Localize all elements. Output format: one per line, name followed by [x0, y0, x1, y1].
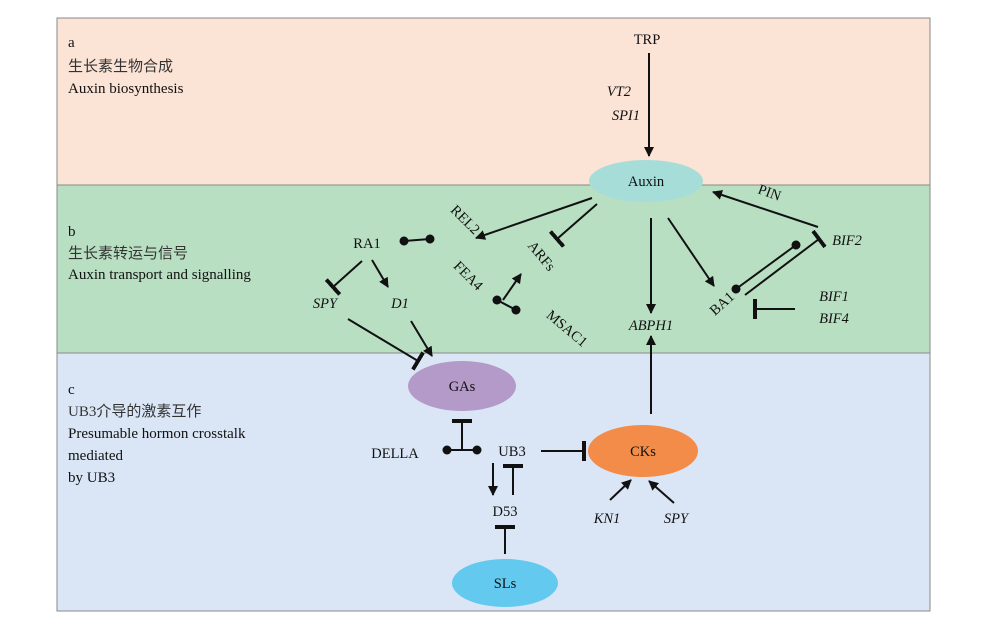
edge-ra1-d1 — [371, 259, 389, 288]
edge-kn1-cks — [609, 479, 632, 501]
cks-node — [588, 425, 698, 477]
panel-a-letter: a — [68, 35, 75, 51]
ra1-label: RA1 — [353, 236, 380, 252]
panel-a-background — [56, 17, 931, 186]
bif2-label: BIF2 — [832, 233, 862, 249]
edge-auxin-arfs-inhibit — [548, 203, 598, 248]
panel-c-title-zh: UB3介导的激素互作 — [68, 403, 201, 420]
d53-label: D53 — [493, 504, 518, 520]
panel-c-title-en-line2: mediated — [68, 448, 123, 464]
auxin-label: Auxin — [628, 174, 665, 190]
pin-label: PIN — [756, 182, 784, 205]
edge-spy-cks — [648, 480, 675, 504]
vt2-label: VT2 — [607, 84, 631, 100]
panel-b-title-en: Auxin transport and signalling — [68, 267, 251, 283]
d1-label: D1 — [390, 296, 409, 312]
spi1-label: SPI1 — [612, 108, 640, 124]
edge-d1-gas — [410, 320, 433, 357]
gas-node — [408, 361, 516, 411]
panel-c-title-en-line3: by UB3 — [68, 470, 115, 486]
gas-label: GAs — [449, 379, 476, 395]
edge-ra1-rel2-interaction — [399, 234, 435, 246]
panel-b-letter: b — [68, 224, 76, 240]
edge-bif2-auxin-pin — [712, 190, 819, 228]
edge-fea4-msac1-interaction — [492, 295, 521, 315]
auxin-node — [589, 160, 703, 202]
panel-a-title-en: Auxin biosynthesis — [68, 81, 184, 97]
panel-c-letter: c — [68, 382, 75, 398]
bif4-label: BIF4 — [819, 311, 849, 327]
spy-b-label: SPY — [313, 296, 339, 312]
ub3-label: UB3 — [498, 444, 525, 460]
edge-ra1-spy-inhibit — [324, 260, 363, 296]
panel-b-title-zh: 生长素转运与信号 — [68, 245, 188, 262]
panel-a-title-zh: 生长素生物合成 — [68, 58, 173, 75]
della-label: DELLA — [371, 446, 419, 462]
panel-c-title-en-line1: Presumable hormon crosstalk — [68, 426, 246, 442]
trp-label: TRP — [634, 32, 661, 48]
edge-ba1-bif2-interaction — [731, 240, 801, 294]
edge-auxin-rel2 — [475, 197, 593, 240]
kn1-label: KN1 — [593, 511, 621, 527]
edge-auxin-ba1 — [667, 217, 715, 287]
abph1-label: ABPH1 — [628, 318, 673, 334]
spy-c-label: SPY — [664, 511, 690, 527]
sls-label: SLs — [494, 576, 517, 592]
edge-spy-gas-inhibit — [347, 318, 425, 371]
sls-node — [452, 559, 558, 607]
bif1-label: BIF1 — [819, 289, 849, 305]
cks-label: CKs — [630, 444, 656, 460]
